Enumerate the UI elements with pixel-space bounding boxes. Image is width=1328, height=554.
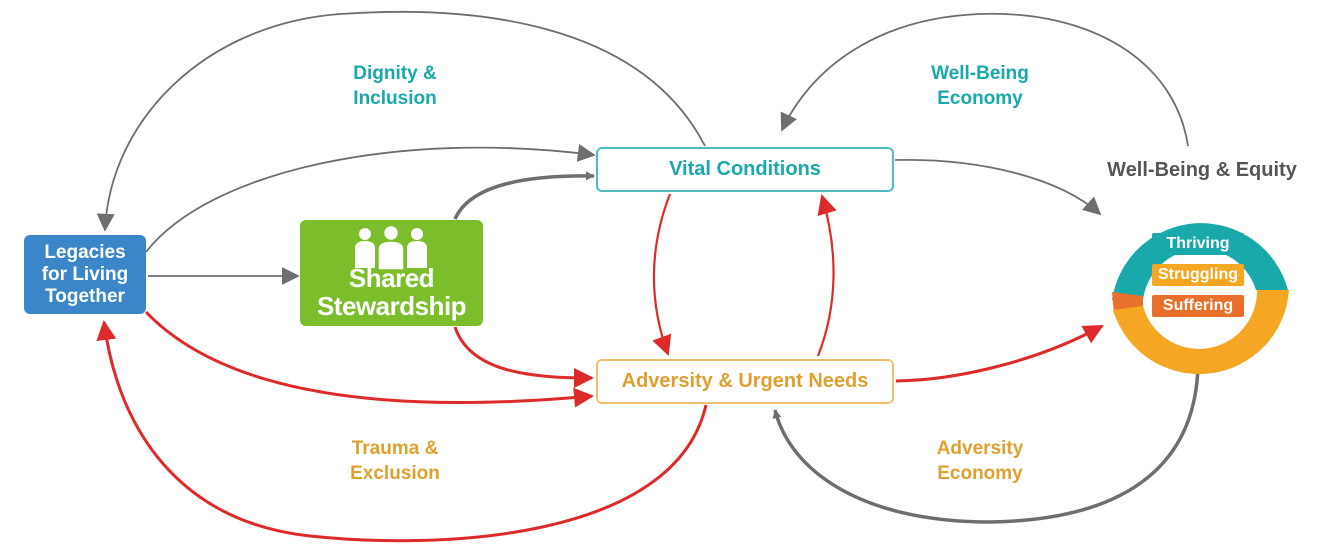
legacies-node[interactable]: Legacies for Living Together — [24, 235, 146, 314]
people-group-icon — [355, 224, 427, 270]
arrow-shared-to-vital — [453, 171, 595, 220]
arrow-adversity-to-legacies — [96, 320, 708, 543]
struggling-badge: Struggling — [1152, 264, 1244, 286]
arrow-adversity-to-vital — [816, 194, 837, 357]
legacies-line-2: for Living — [41, 263, 129, 285]
shared-line-2: Stewardship — [316, 291, 467, 321]
shared-stewardship-node[interactable]: Shared Stewardship — [300, 220, 483, 326]
vital-conditions-node[interactable]: Vital Conditions — [596, 147, 894, 192]
legacies-line-1: Legacies — [44, 241, 126, 263]
wellbeing-title: Well-Being & Equity — [1107, 159, 1297, 181]
arrow-vital-to-adversity — [652, 193, 672, 356]
loop-label-trauma: Trauma &Exclusion — [350, 438, 440, 484]
arrow-adversity-to-wellbeing — [895, 324, 1104, 383]
arrow-vital-to-wellbeing — [894, 158, 1102, 216]
arrow-legacies-to-adversity — [144, 310, 594, 408]
arrow-wellbeing-to-adversity — [772, 365, 1200, 524]
loop-label-dignity: Dignity &Inclusion — [353, 63, 437, 109]
arrow-wellbeing-to-vital — [780, 12, 1189, 147]
legacies-line-3: Together — [45, 285, 125, 307]
arrow-legacies-to-vital — [145, 144, 596, 253]
arrow-shared-to-adversity — [453, 326, 594, 388]
suffering-badge: Suffering — [1152, 295, 1244, 317]
arrow-vital-to-legacies — [96, 10, 706, 232]
thriving-badge: Thriving — [1152, 233, 1244, 255]
adversity-node[interactable]: Adversity & Urgent Needs — [596, 359, 894, 404]
